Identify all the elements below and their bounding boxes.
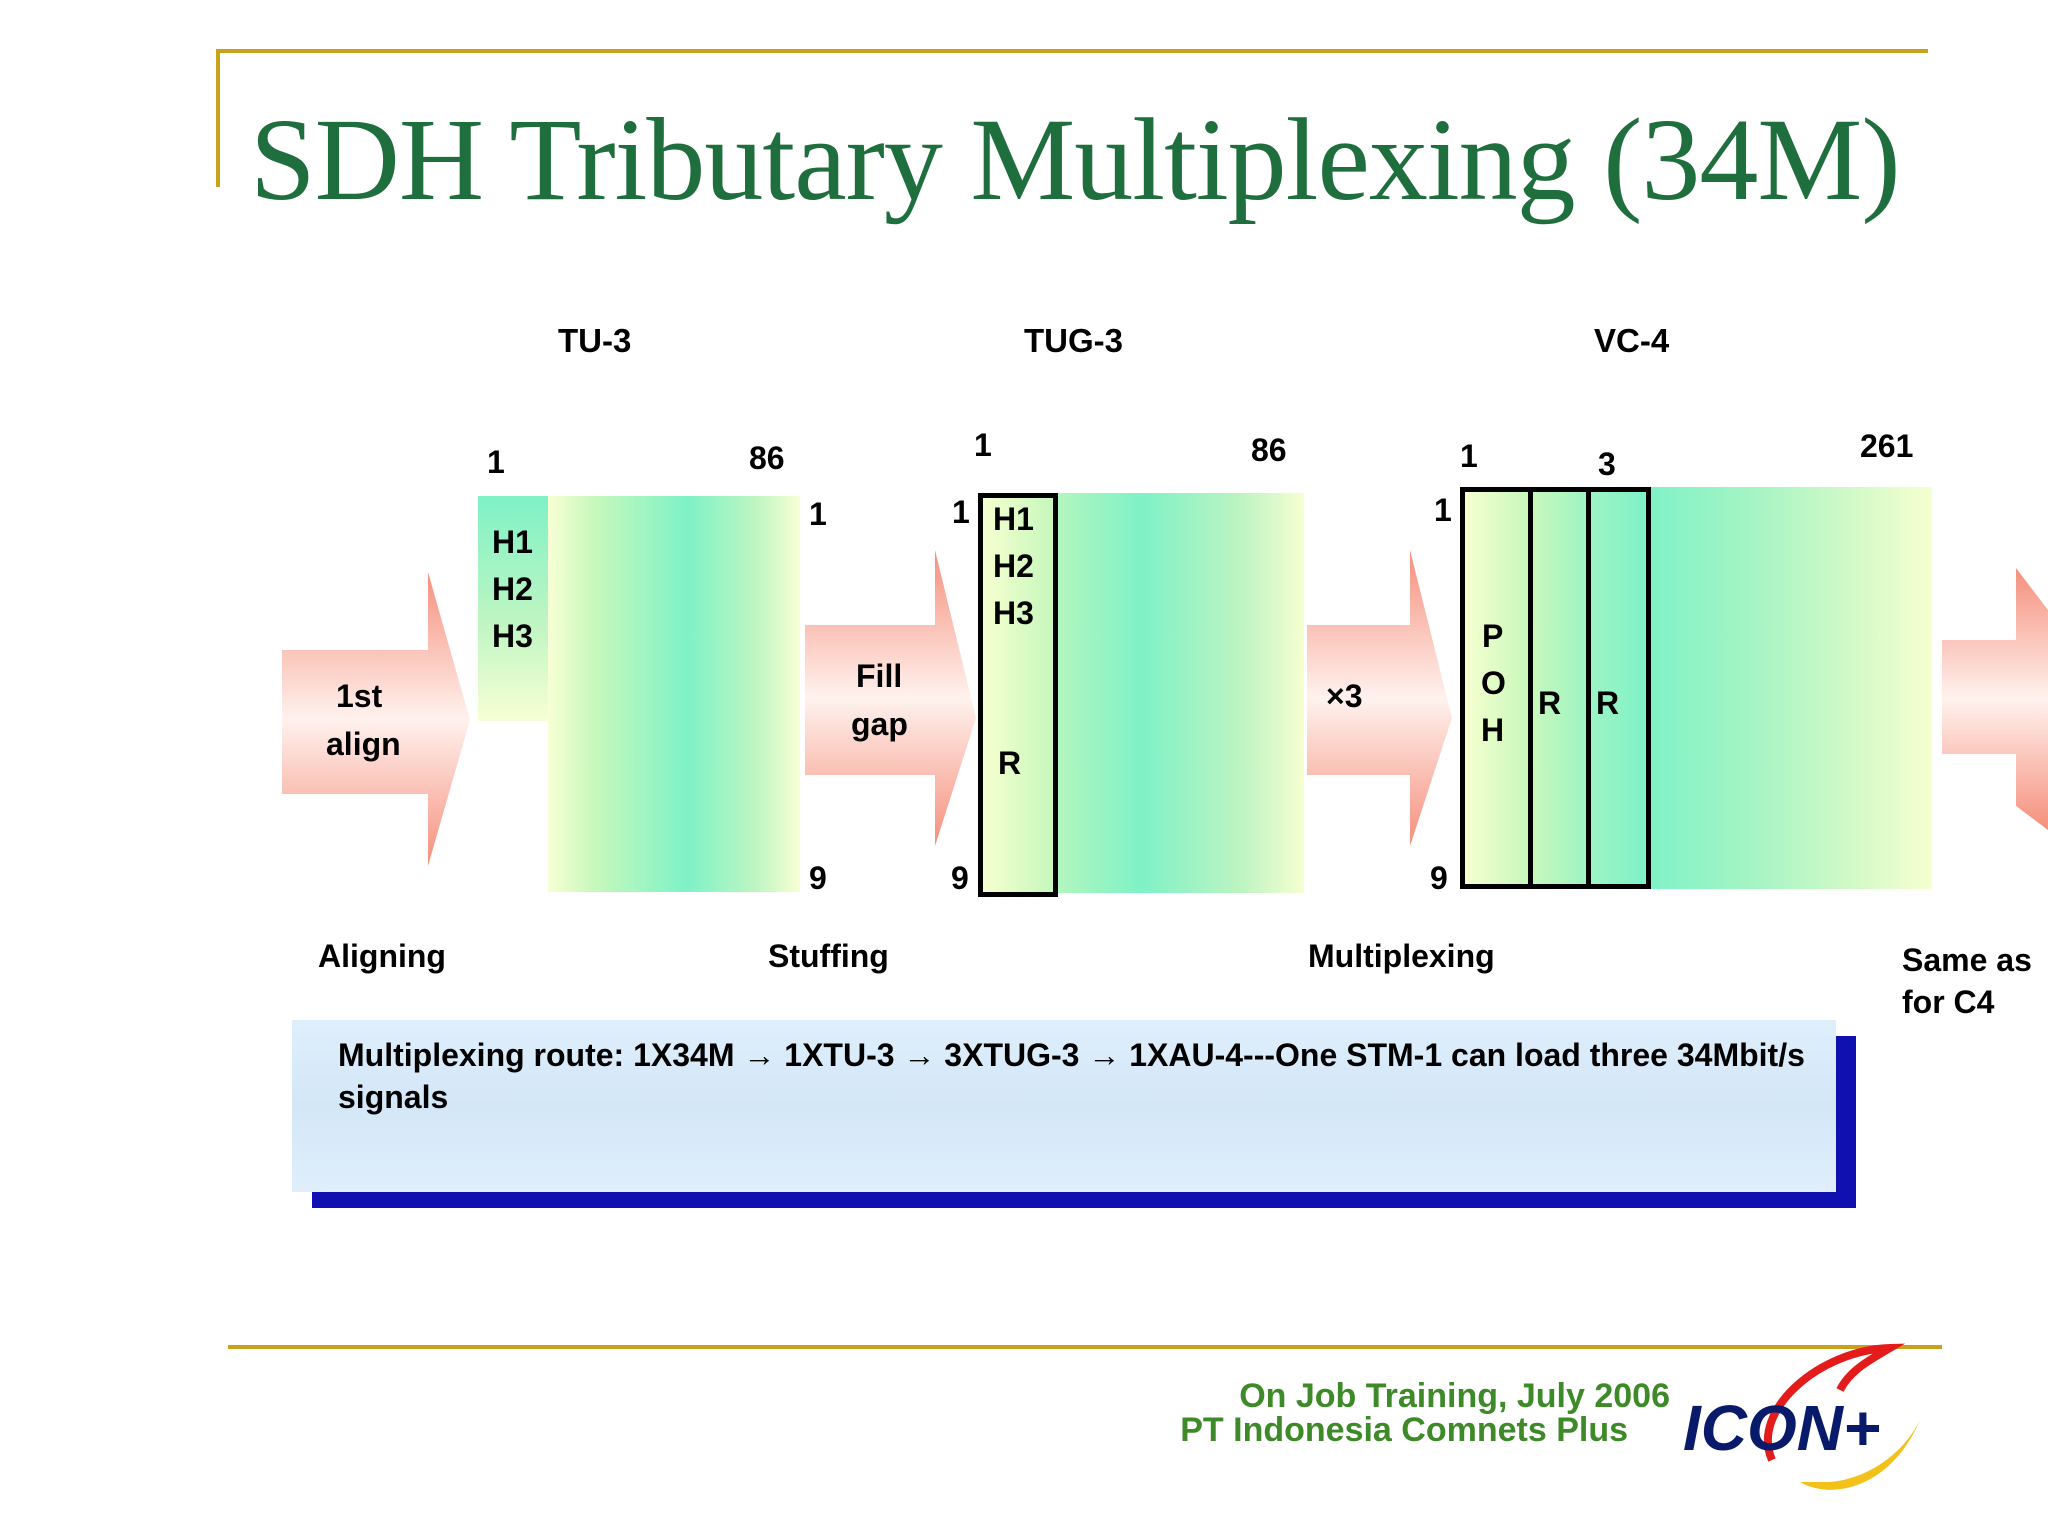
tu3-col-end: 86: [749, 440, 785, 476]
tug3-pointer-h2: H2: [993, 548, 1034, 584]
bottom-rule: [228, 1345, 1942, 1349]
stage-tug3-label: TUG-3: [1024, 322, 1123, 359]
tu3-col-start: 1: [487, 444, 505, 480]
vc4-fixed-r2: R: [1596, 685, 1620, 721]
vc4-col-end: 261: [1860, 428, 1914, 464]
tu3-pointer-column: [478, 496, 548, 721]
arrow-times3: [1307, 550, 1452, 846]
fill-gap-line1: Fill: [856, 658, 903, 694]
route-box: Multiplexing route: 1X34M → 1XTU-3 → 3XT…: [292, 1020, 1836, 1192]
section-aligning: Aligning: [318, 938, 446, 974]
tug3-row-end: 9: [951, 860, 969, 896]
top-rule: [216, 49, 1928, 53]
vc4-poh-p: P: [1482, 618, 1504, 654]
tug3-pointer-h1: H1: [993, 501, 1034, 537]
first-align-line2: align: [326, 726, 401, 762]
arrow-fill-gap: [805, 550, 976, 846]
section-same-as-line2: for C4: [1902, 984, 1995, 1020]
logo-text: ICON+: [1683, 1392, 1880, 1464]
vc4-poh-o: O: [1481, 665, 1506, 701]
section-stuffing: Stuffing: [768, 938, 889, 974]
vc4-row-start: 1: [1434, 492, 1452, 528]
tu3-row-end: 9: [809, 860, 827, 896]
route-text: Multiplexing route: 1X34M → 1XTU-3 → 3XT…: [338, 1037, 1805, 1115]
tug3-col-start: 1: [974, 427, 992, 463]
arrow-first-align: [282, 572, 470, 866]
vc4-col-start: 1: [1460, 438, 1478, 474]
tu3-payload: [548, 496, 800, 892]
first-align-line1: 1st: [336, 678, 383, 714]
tu3-pointer-h1: H1: [492, 524, 533, 560]
tug3-pointer-h3: H3: [993, 595, 1034, 631]
left-rule: [216, 49, 220, 187]
tu3-pointer-h2: H2: [492, 571, 533, 607]
vc4-row-end: 9: [1430, 860, 1448, 896]
vc4-col-mid: 3: [1598, 446, 1616, 482]
tug3-pointer-box: [978, 493, 1058, 897]
vc4-payload: [1646, 487, 1932, 889]
vc4-fixed-column-2: [1586, 487, 1651, 889]
tug3-row-start: 1: [952, 494, 970, 530]
fill-gap-line2: gap: [851, 706, 908, 742]
vc4-poh-h: H: [1481, 712, 1505, 748]
tug3-col-end: 86: [1251, 432, 1287, 468]
footer-line2: PT Indonesia Comnets Plus: [1180, 1411, 1628, 1449]
section-same-as-line1: Same as: [1902, 942, 2032, 978]
stage-tu3-label: TU-3: [558, 322, 632, 359]
tug3-fixed-stuff: R: [998, 745, 1022, 781]
page-title: SDH Tributary Multiplexing (34M): [250, 94, 1901, 225]
vc4-fixed-r1: R: [1538, 685, 1562, 721]
times3-label: ×3: [1326, 678, 1363, 714]
icon-plus-logo: ICON+: [1683, 1343, 1920, 1490]
footer-line1: On Job Training, July 2006: [1239, 1377, 1670, 1415]
tu3-pointer-h3: H3: [492, 618, 533, 654]
stage-vc4-label: VC-4: [1594, 322, 1670, 359]
tu3-row-start: 1: [809, 496, 827, 532]
arrow-same-as: [1942, 568, 2048, 830]
section-multiplexing: Multiplexing: [1308, 938, 1495, 974]
